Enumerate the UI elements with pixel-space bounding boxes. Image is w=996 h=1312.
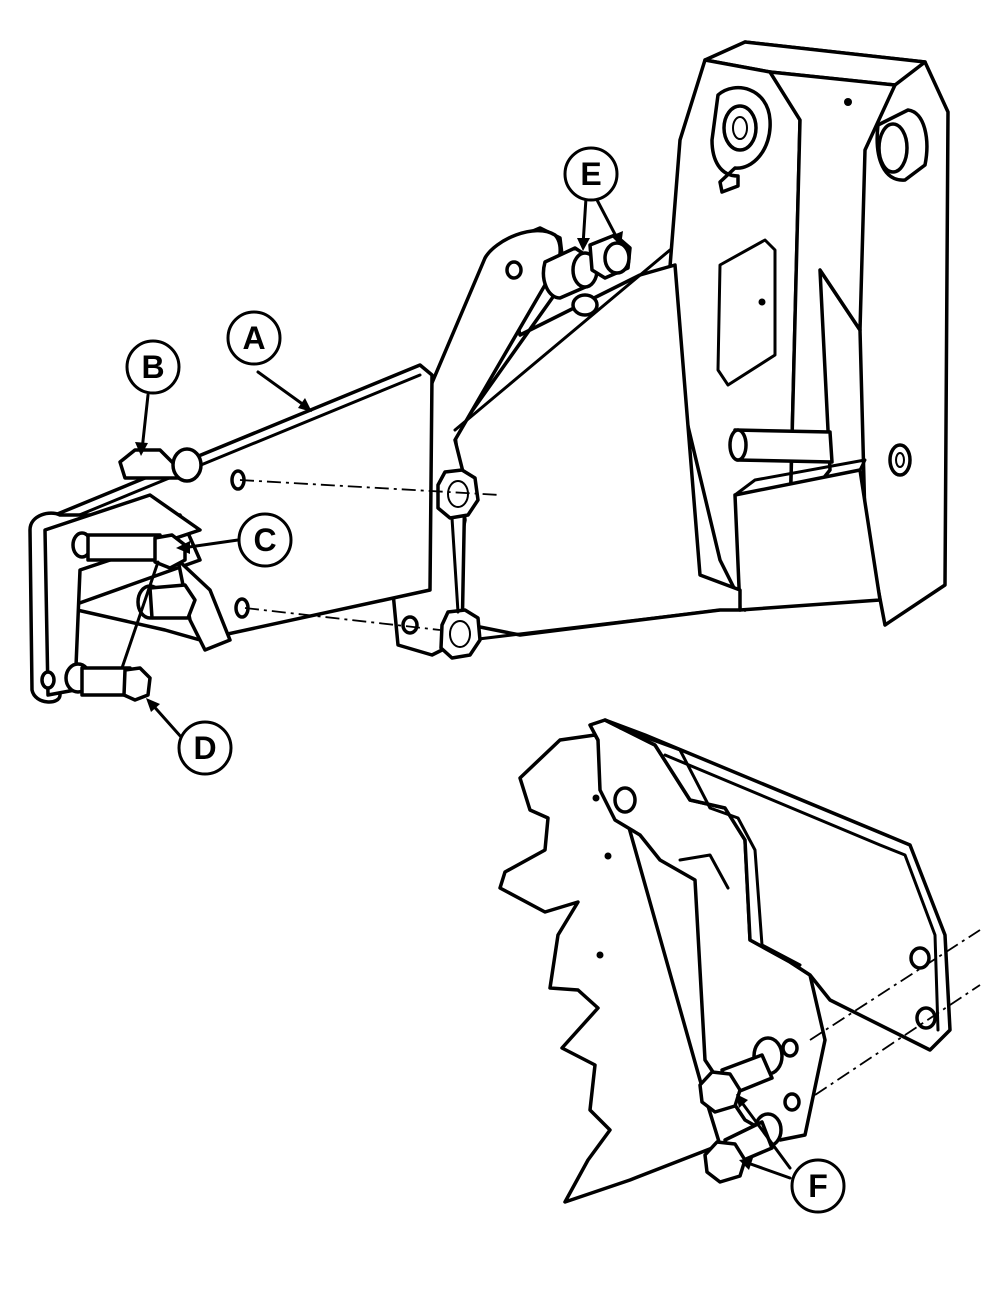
mounting-plate-back (603, 718, 952, 1052)
bolt-b (118, 447, 203, 483)
mast-pivot-boss (722, 104, 758, 152)
bracket-strut-top (453, 248, 672, 432)
callout-d-label: D (193, 730, 216, 766)
bracket-strut-bottom (468, 608, 722, 642)
callout-c-label: C (253, 522, 276, 558)
plate-hole-lower (915, 1006, 937, 1030)
mast-rivet (758, 298, 766, 306)
plate-centerline-lower (814, 984, 981, 1096)
centerline-lower (244, 607, 441, 631)
mast-window-slot (716, 238, 777, 387)
callout-e-label: E (580, 156, 601, 192)
mast-rod (733, 428, 834, 464)
leader-f2 (743, 1160, 792, 1180)
plate-centerline-upper (809, 929, 981, 1041)
plate-hole-upper (909, 946, 931, 970)
bracket-nut-lower (439, 608, 482, 660)
bracket-nut-upper (436, 468, 480, 520)
centerline-upper (239, 479, 501, 496)
leader-e1 (581, 196, 588, 247)
leader-b (140, 393, 150, 452)
leader-e2 (594, 196, 620, 242)
callout-d: D (177, 720, 233, 776)
arm-assembly (28, 363, 434, 704)
bolt-c (71, 531, 187, 570)
leader-lines (135, 196, 792, 1180)
callout-c: C (237, 512, 293, 568)
callout-b-label: B (141, 349, 164, 385)
callout-a-label: A (242, 320, 265, 356)
mast-rod-end (728, 428, 748, 462)
callout-f: F (790, 1158, 846, 1214)
mast-tower (663, 40, 950, 627)
bolt-f-lower (703, 1112, 783, 1184)
mast-rivet-top (844, 98, 852, 106)
bolt-link-line (120, 560, 160, 670)
bracket-hole-top (505, 260, 523, 280)
mast-lower-box (733, 468, 882, 612)
callout-a: A (226, 310, 282, 366)
frame-rail-section (498, 733, 722, 1204)
leader-f1 (738, 1098, 792, 1170)
callout-e: E (563, 146, 619, 202)
leader-a (256, 370, 310, 410)
mast-small-boss (888, 443, 912, 477)
mast-inner-face (768, 70, 897, 522)
nut-link (450, 516, 460, 614)
mast-box-top-edge (733, 458, 867, 497)
e-bolts (541, 233, 632, 317)
bolt-middle-lower (136, 583, 197, 620)
leader-c (180, 538, 240, 550)
mounting-plate-detail (498, 718, 981, 1204)
bolt-d (64, 662, 152, 702)
bracket-hole-low (401, 615, 419, 635)
callout-b: B (125, 339, 181, 395)
callout-f-label: F (808, 1168, 828, 1204)
